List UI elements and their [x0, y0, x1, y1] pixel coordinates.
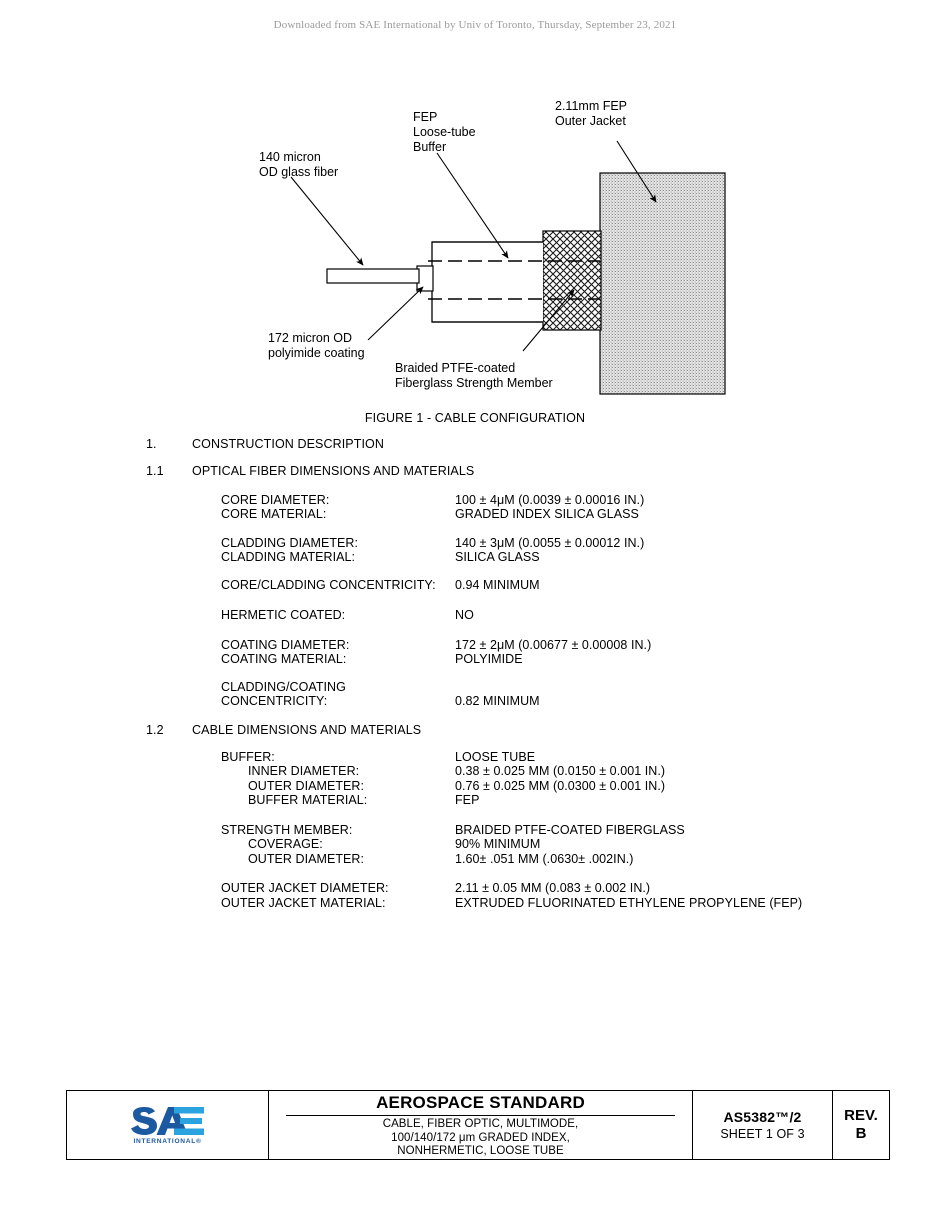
spec-label: COVERAGE:: [248, 837, 323, 851]
spec-value: 0.38 ± 0.025 MM (0.0150 ± 0.001 IN.): [455, 764, 666, 778]
spec-label: CLADDING/COATING: [221, 680, 346, 694]
spec-value: 0.82 MINIMUM: [455, 694, 540, 708]
outer-jacket-block: [599, 172, 726, 395]
spec-value: LOOSE TUBE: [455, 750, 536, 764]
title-divider: [285, 1115, 676, 1117]
leader-polyimide: [367, 286, 424, 341]
spec-label: HERMETIC COATED:: [221, 608, 346, 622]
loose-tube-buffer-outline: [431, 241, 543, 323]
standard-subtitle-line-2: 100/140/172 μm GRADED INDEX,: [391, 1131, 570, 1144]
section-title: OPTICAL FIBER DIMENSIONS AND MATERIALS: [192, 464, 475, 478]
section-title: CABLE DIMENSIONS AND MATERIALS: [192, 723, 422, 737]
download-notice: Downloaded from SAE International by Uni…: [273, 19, 677, 31]
callout-polyimide-line1: 172 micron OD: [268, 331, 352, 345]
spec-value: NO: [455, 608, 474, 622]
sae-logo: INTERNATIONAL®: [130, 1106, 206, 1145]
sae-logo-cell: INTERNATIONAL®: [67, 1091, 269, 1159]
callout-glass-fiber-line2: OD glass fiber: [259, 165, 338, 179]
spec-value: EXTRUDED FLUORINATED ETHYLENE PROPYLENE …: [455, 896, 803, 910]
section-number: 1.2: [146, 723, 164, 737]
spec-label: STRENGTH MEMBER:: [221, 823, 353, 837]
standard-type-title: AEROSPACE STANDARD: [376, 1093, 585, 1113]
revision-label: REV.: [844, 1107, 878, 1124]
standard-title-cell: AEROSPACE STANDARD CABLE, FIBER OPTIC, M…: [269, 1091, 693, 1159]
spec-label: BUFFER:: [221, 750, 275, 764]
spec-value: POLYIMIDE: [455, 652, 523, 666]
spec-value: BRAIDED PTFE-COATED FIBERGLASS: [455, 823, 685, 837]
callout-outer-jacket-line2: Outer Jacket: [555, 114, 626, 128]
standard-subtitle-line-1: CABLE, FIBER OPTIC, MULTIMODE,: [382, 1118, 579, 1131]
sae-logo-icon: [130, 1106, 204, 1135]
revision-value: B: [855, 1125, 867, 1142]
spec-label: OUTER DIAMETER:: [248, 852, 365, 866]
spec-label: OUTER JACKET DIAMETER:: [221, 881, 389, 895]
spec-label: CONCENTRICITY:: [221, 694, 328, 708]
document-number-cell: AS5382™/2 SHEET 1 OF 3: [693, 1091, 833, 1159]
spec-value: GRADED INDEX SILICA GLASS: [455, 507, 639, 521]
spec-value: 2.11 ± 0.05 MM (0.083 ± 0.002 IN.): [455, 881, 651, 895]
spec-value: 172 ± 2μM (0.00677 ± 0.00008 IN.): [455, 638, 652, 652]
leader-strength-member: [522, 289, 575, 352]
spec-value: 1.60± .051 MM (.0630± .002IN.): [455, 852, 634, 866]
spec-value: 140 ± 3μM (0.0055 ± 0.00012 IN.): [455, 536, 645, 550]
spec-label: CLADDING DIAMETER:: [221, 536, 359, 550]
standard-subtitle-line-3: NONHERMETIC, LOOSE TUBE: [397, 1145, 564, 1158]
leader-outer-jacket: [616, 140, 657, 203]
spec-value: 0.94 MINIMUM: [455, 578, 540, 592]
spec-value: 100 ± 4μM (0.0039 ± 0.00016 IN.): [455, 493, 645, 507]
callout-loose-tube-line1: FEP: [413, 110, 437, 124]
callout-outer-jacket-line1: 2.11mm FEP: [555, 99, 627, 113]
sheet-number: SHEET 1 OF 3: [720, 1126, 805, 1141]
leader-glass-fiber: [290, 176, 364, 266]
callout-glass-fiber-line1: 140 micron: [259, 150, 321, 164]
spec-value: 90% MINIMUM: [455, 837, 541, 851]
document-number: AS5382™/2: [723, 1108, 802, 1125]
spec-label: CORE DIAMETER:: [221, 493, 330, 507]
section-number: 1.: [146, 437, 157, 451]
spec-value: FEP: [455, 793, 480, 807]
cable-configuration-figure: 140 micron OD glass fiber FEP Loose-tube…: [0, 85, 950, 435]
spec-label: COATING DIAMETER:: [221, 638, 350, 652]
callout-polyimide-line2: polyimide coating: [268, 346, 365, 360]
spec-label: COATING MATERIAL:: [221, 652, 347, 666]
callout-strength-member-line2: Fiberglass Strength Member: [395, 376, 553, 390]
figure-caption: FIGURE 1 - CABLE CONFIGURATION: [364, 411, 586, 425]
callout-loose-tube-line2: Loose-tube: [413, 125, 476, 139]
spec-label: CORE/CLADDING CONCENTRICITY:: [221, 578, 436, 592]
revision-cell: REV. B: [833, 1091, 889, 1159]
spec-label: OUTER DIAMETER:: [248, 779, 365, 793]
section-title: CONSTRUCTION DESCRIPTION: [192, 437, 384, 451]
callout-strength-member-line1: Braided PTFE-coated: [395, 361, 515, 375]
spec-label: CLADDING MATERIAL:: [221, 550, 356, 564]
spec-value: SILICA GLASS: [455, 550, 540, 564]
spec-label: BUFFER MATERIAL:: [248, 793, 368, 807]
spec-value: 0.76 ± 0.025 MM (0.0300 ± 0.001 IN.): [455, 779, 666, 793]
spec-label: OUTER JACKET MATERIAL:: [221, 896, 386, 910]
callout-loose-tube-line3: Buffer: [413, 140, 446, 154]
section-number: 1.1: [146, 464, 164, 478]
title-block: INTERNATIONAL® AEROSPACE STANDARD CABLE,…: [66, 1090, 890, 1160]
glass-fiber-bar: [326, 268, 420, 284]
sae-logo-subtext: INTERNATIONAL®: [133, 1137, 202, 1145]
strength-member-block: [542, 230, 602, 331]
spec-label: INNER DIAMETER:: [248, 764, 360, 778]
spec-label: CORE MATERIAL:: [221, 507, 327, 521]
leader-loose-tube: [436, 152, 509, 259]
